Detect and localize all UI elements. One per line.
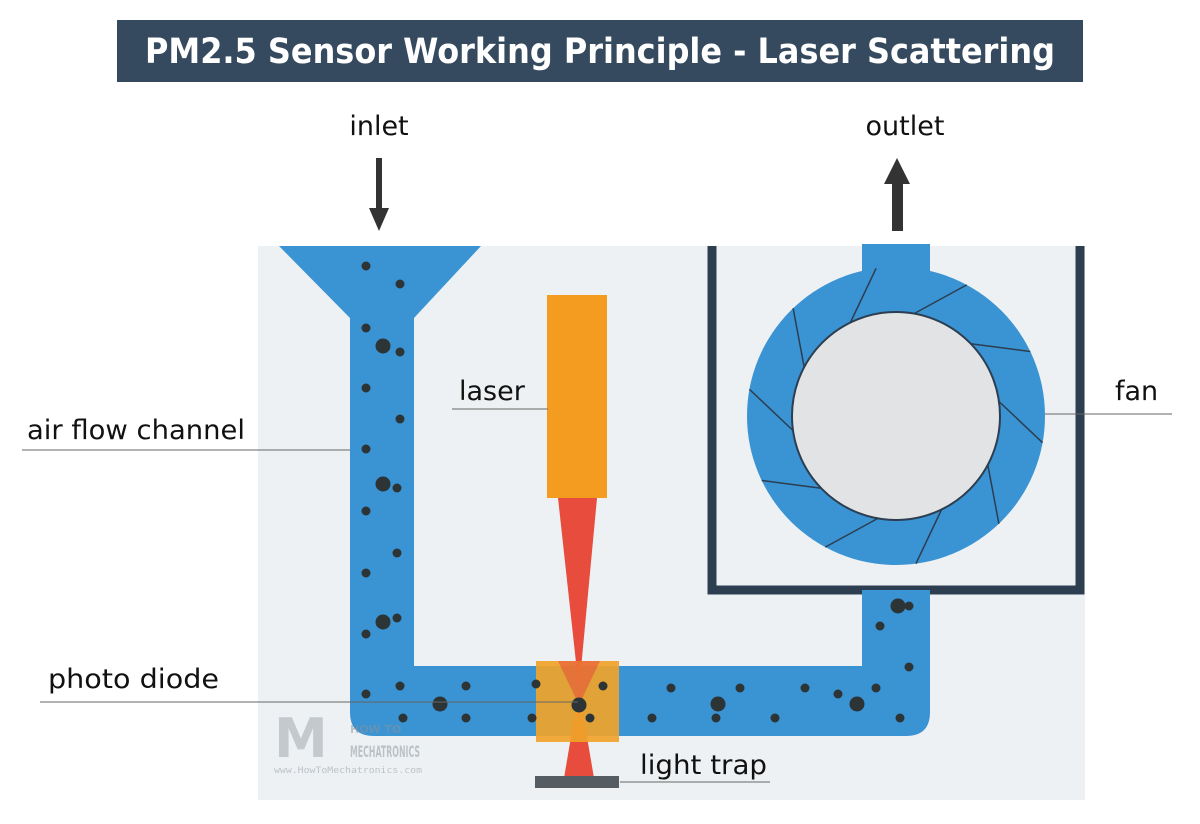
particle [398, 713, 408, 723]
watermark-url: www.HowToMechatronics.com [274, 766, 422, 776]
particle [361, 323, 371, 333]
page-title: PM2.5 Sensor Working Principle - Laser S… [145, 32, 1055, 72]
fan-blade [792, 308, 805, 368]
particle [849, 696, 865, 712]
particle [392, 548, 402, 558]
particle [598, 681, 608, 691]
fan-blade [824, 517, 879, 548]
watermark-m-glyph: M [274, 707, 328, 770]
particle [647, 713, 657, 723]
down-arrow-icon [369, 158, 389, 231]
particle [531, 679, 541, 689]
watermark-brand-line1: HOW TO [350, 723, 401, 736]
up-arrow-icon [884, 158, 910, 231]
inlet-funnel [279, 246, 481, 318]
particle [395, 414, 405, 424]
particle [770, 713, 780, 723]
fan-icon [747, 267, 1045, 565]
laser-beam-upper [558, 498, 597, 690]
particle [585, 713, 595, 723]
particle [800, 683, 810, 693]
fan-blade [849, 267, 877, 323]
particle [735, 683, 745, 693]
particle [875, 621, 885, 631]
light-trap [535, 776, 619, 788]
particle [895, 713, 905, 723]
particle [871, 683, 881, 693]
laser-icon [547, 295, 607, 498]
watermark-logo: M HOW TO MECHATRONICS www.HowToMechatron… [274, 707, 422, 776]
particle [461, 713, 471, 723]
fan-blades [748, 267, 1044, 565]
particle [361, 444, 371, 454]
particle [395, 681, 405, 691]
particle [361, 689, 371, 699]
fan-blade [761, 479, 822, 489]
fan-blade [998, 400, 1044, 444]
fan-blade [748, 388, 794, 432]
particle [904, 601, 914, 611]
particle [527, 713, 537, 723]
channel-tube [350, 316, 930, 736]
fan-blade [970, 343, 1031, 353]
leader-lines [22, 408, 1172, 783]
fan-label: fan [1115, 376, 1158, 407]
particle [395, 347, 405, 357]
particle [361, 629, 371, 639]
title-banner: PM2.5 Sensor Working Principle - Laser S… [117, 20, 1083, 82]
particles [361, 261, 914, 723]
particle [392, 483, 402, 493]
particle [361, 261, 371, 271]
light-trap-label: light trap [640, 750, 767, 781]
particle [375, 614, 391, 630]
fan-blade [915, 509, 943, 565]
particle [461, 681, 471, 691]
particle [666, 683, 676, 693]
particle [432, 696, 448, 712]
particle [904, 662, 914, 672]
watermark-brand-line2: MECHATRONICS [350, 742, 420, 761]
particle [392, 613, 402, 623]
particle [361, 506, 371, 516]
particle [890, 598, 906, 614]
air-flow-channel-label: air flow channel [27, 415, 245, 446]
particle [375, 338, 391, 354]
particle [711, 713, 721, 723]
laser-label: laser [459, 376, 526, 407]
particle [361, 568, 371, 578]
outlet-label: outlet [866, 111, 945, 142]
particle [395, 279, 405, 289]
particle [833, 689, 843, 699]
inlet-label: inlet [349, 111, 408, 142]
fan-blade [987, 464, 1000, 524]
beam-through-diode [558, 661, 600, 705]
photo-diode-label: photo diode [48, 664, 219, 695]
particle [361, 383, 371, 393]
title-background [117, 20, 1083, 82]
fan-blade [913, 284, 968, 315]
particle [571, 697, 587, 713]
fan-hub [791, 311, 1001, 521]
particle [375, 476, 391, 492]
particle [710, 696, 726, 712]
